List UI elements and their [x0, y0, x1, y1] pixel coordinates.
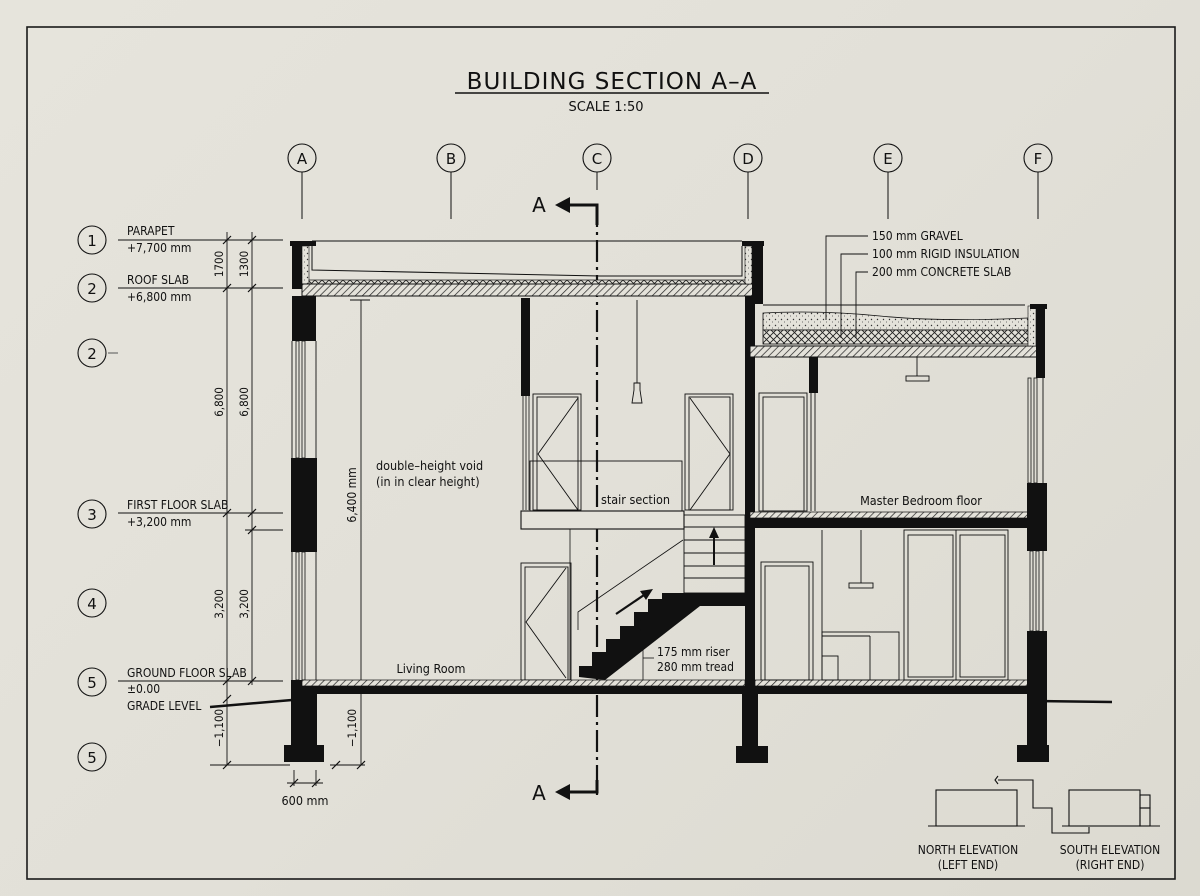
pendant-light-icon	[631, 300, 643, 404]
grade-line	[209, 698, 1113, 709]
level-bubbles: 1 PARAPET +7,700 mm 2 ROOF SLAB +6,800 m…	[77, 224, 283, 772]
svg-text:3: 3	[87, 506, 97, 524]
grid-bubble-c: C	[582, 143, 612, 190]
ground-slab	[301, 679, 1037, 694]
section-cut-line	[555, 197, 599, 800]
north-elevation-label: NORTH ELEVATION	[918, 843, 1018, 857]
living-room-label: Living Room	[397, 661, 466, 676]
svg-text:4: 4	[87, 595, 97, 613]
svg-text:5: 5	[87, 749, 97, 767]
north-elevation-sub: (LEFT END)	[938, 858, 999, 872]
upper-bedroom	[758, 357, 930, 512]
dim-1700: 1700	[212, 251, 226, 277]
level-elevation: +6,800 mm	[127, 290, 191, 304]
level-elevation: ±0.00	[127, 682, 160, 696]
roof-layer-insulation: 100 mm RIGID INSULATION	[872, 247, 1020, 261]
level-elevation: +3,200 mm	[127, 515, 191, 529]
dim-3200-outer: 3,200	[212, 589, 226, 619]
svg-text:2: 2	[87, 345, 97, 363]
dim-foundation-right: −1,100	[345, 709, 359, 747]
landing-slab	[520, 510, 685, 680]
dim-6800-inner: 6,800	[237, 387, 251, 417]
svg-text:1: 1	[87, 232, 97, 250]
level-name: ROOF SLAB	[127, 273, 189, 287]
level-5: 5 GROUND FLOOR SLAB ±0.00 GRADE LEVEL	[77, 666, 283, 713]
riser-label: 175 mm riser	[657, 645, 730, 659]
dim-clear-height: 6,400 mm	[345, 467, 359, 522]
dim-3200-inner: 3,200	[237, 589, 251, 619]
void-label-line2: (in in clear height)	[376, 474, 480, 489]
stair-section-label: stair section	[601, 492, 670, 507]
svg-text:D: D	[742, 150, 754, 168]
grid-bubble-f: F	[1023, 143, 1053, 219]
level-1: 1 PARAPET +7,700 mm	[77, 224, 283, 255]
grid-bubble-a: A	[287, 143, 317, 219]
south-elevation-label: SOUTH ELEVATION	[1060, 843, 1160, 857]
door-upper-right	[684, 393, 734, 511]
key-plan	[928, 775, 1160, 834]
south-elevation-sub: (RIGHT END)	[1076, 858, 1145, 872]
dim-6800-outer: 6,800	[212, 387, 226, 417]
low-roof	[749, 304, 1047, 378]
section-marker-bottom: A	[532, 781, 546, 805]
level-5b: 5	[77, 742, 107, 772]
level-2: 2 ROOF SLAB +6,800 mm	[77, 273, 283, 304]
footing-dimension	[287, 770, 323, 788]
direction-arrow-icon	[615, 589, 653, 615]
stair-flight	[577, 539, 745, 680]
svg-text:B: B	[446, 150, 456, 168]
bedroom-label: Master Bedroom floor	[860, 493, 982, 508]
section-marker-top: A	[532, 193, 546, 217]
roof-layer-slab: 200 mm CONCRETE SLAB	[872, 265, 1011, 279]
level-name: PARAPET	[127, 224, 175, 238]
grid-bubble-e: E	[873, 143, 903, 219]
riser-dimension	[634, 615, 654, 680]
grid-bubble-b: B	[436, 143, 466, 219]
grid-bubbles: A B C D E F	[287, 143, 1053, 219]
level-4: 4	[77, 588, 107, 618]
drawing-scale: SCALE 1:50	[568, 100, 643, 115]
drawing-title: BUILDING SECTION A–A	[467, 69, 758, 95]
svg-text:E: E	[883, 150, 892, 168]
svg-text:F: F	[1034, 150, 1043, 168]
level-elevation: +7,700 mm	[127, 241, 191, 255]
left-wall	[284, 241, 324, 762]
roof-layer-leaders	[825, 235, 868, 338]
level-2b: 2	[77, 338, 118, 368]
svg-text:2: 2	[87, 280, 97, 298]
right-wall	[1017, 377, 1049, 762]
main-roof	[301, 240, 764, 304]
roof-layer-gravel: 150 mm GRAVEL	[872, 229, 963, 243]
level-name: GROUND FLOOR SLAB	[127, 666, 247, 680]
dim-1300: 1300	[237, 251, 251, 277]
svg-text:C: C	[592, 150, 602, 168]
sheet-border	[26, 26, 1176, 880]
door-upper-left	[532, 393, 582, 511]
grade-level-label: GRADE LEVEL	[127, 699, 201, 713]
svg-text:5: 5	[87, 674, 97, 692]
level-3: 3 FIRST FLOOR SLAB +3,200 mm	[77, 498, 283, 531]
footing-width-label: 600 mm	[282, 793, 329, 808]
interior-column	[521, 298, 530, 396]
lower-room	[760, 529, 1009, 681]
door-lower-left	[520, 562, 572, 681]
dim-foundation-left: −1,100	[212, 709, 226, 747]
up-arrow-icon	[709, 527, 719, 565]
void-label-line1: double–height void	[376, 458, 483, 473]
first-floor-slab	[749, 511, 1036, 528]
tread-label: 280 mm tread	[657, 660, 734, 674]
grid-bubble-d: D	[733, 143, 763, 219]
level-name: FIRST FLOOR SLAB	[127, 498, 228, 512]
svg-text:A: A	[297, 150, 308, 168]
